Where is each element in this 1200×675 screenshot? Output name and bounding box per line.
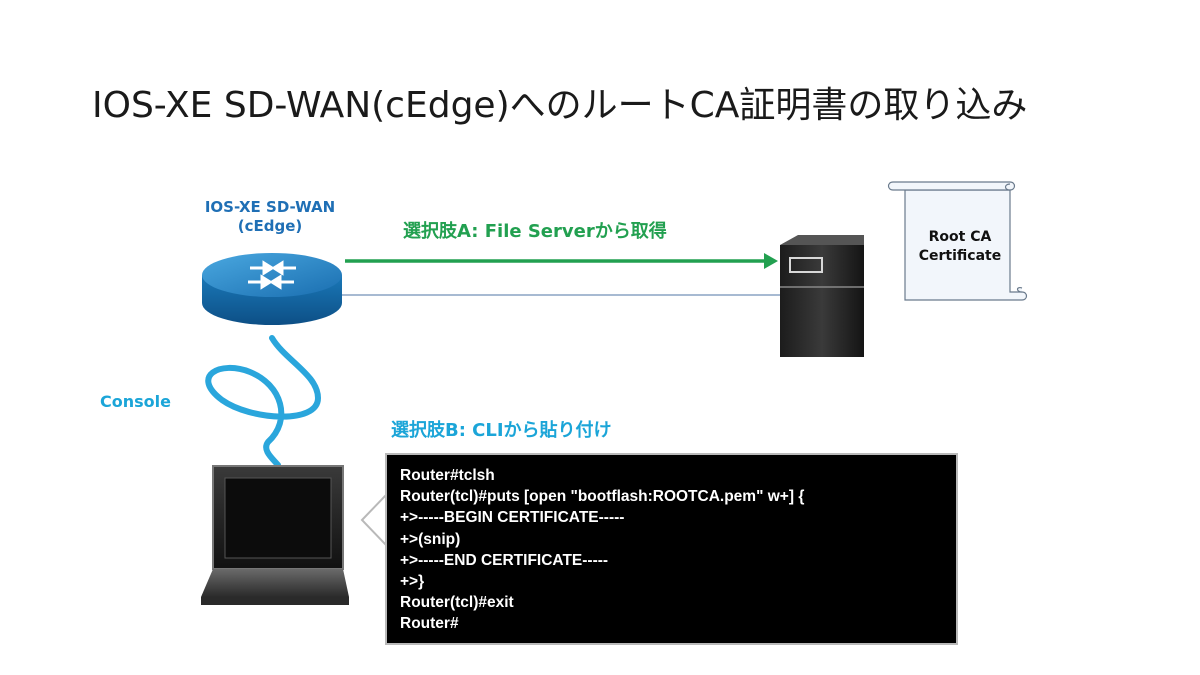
certificate-scroll-icon xyxy=(887,181,1028,301)
cli-terminal: Router#tclsh Router(tcl)#puts [open "boo… xyxy=(385,453,958,645)
router-label-line1: IOS-XE SD-WAN xyxy=(204,198,336,216)
option-a-label: 選択肢A: File Serverから取得 xyxy=(403,221,667,242)
terminal-line: +>(snip) xyxy=(400,530,461,548)
terminal-line: Router(tcl)#exit xyxy=(400,594,514,612)
green-arrow-head xyxy=(764,253,778,269)
option-b-label: 選択肢B: CLIから貼り付け xyxy=(391,420,612,441)
laptop-icon xyxy=(201,465,349,605)
certificate-label: Root CA Certificate xyxy=(906,228,1014,266)
router-label: IOS-XE SD-WAN (cEdge) xyxy=(170,198,370,236)
certificate-label-line1: Root CA xyxy=(928,229,992,245)
terminal-line: +>-----BEGIN CERTIFICATE----- xyxy=(400,509,625,527)
file-server-icon xyxy=(780,235,864,357)
terminal-line: +>-----END CERTIFICATE----- xyxy=(400,551,609,569)
terminal-line: Router(tcl)#puts [open "bootflash:ROOTCA… xyxy=(400,488,805,506)
terminal-line: Router#tclsh xyxy=(400,467,495,484)
console-cable xyxy=(205,335,322,468)
certificate-label-line2: Certificate xyxy=(918,248,1002,264)
terminal-line: Router# xyxy=(400,615,459,633)
page-title: IOS-XE SD-WAN(cEdge)へのルートCA証明書の取り込み xyxy=(92,85,1028,126)
terminal-line: +>} xyxy=(400,573,425,591)
router-label-line2: (cEdge) xyxy=(237,217,303,235)
router-icon xyxy=(202,253,342,325)
console-label: Console xyxy=(100,392,171,411)
callout-pointer xyxy=(360,492,387,548)
